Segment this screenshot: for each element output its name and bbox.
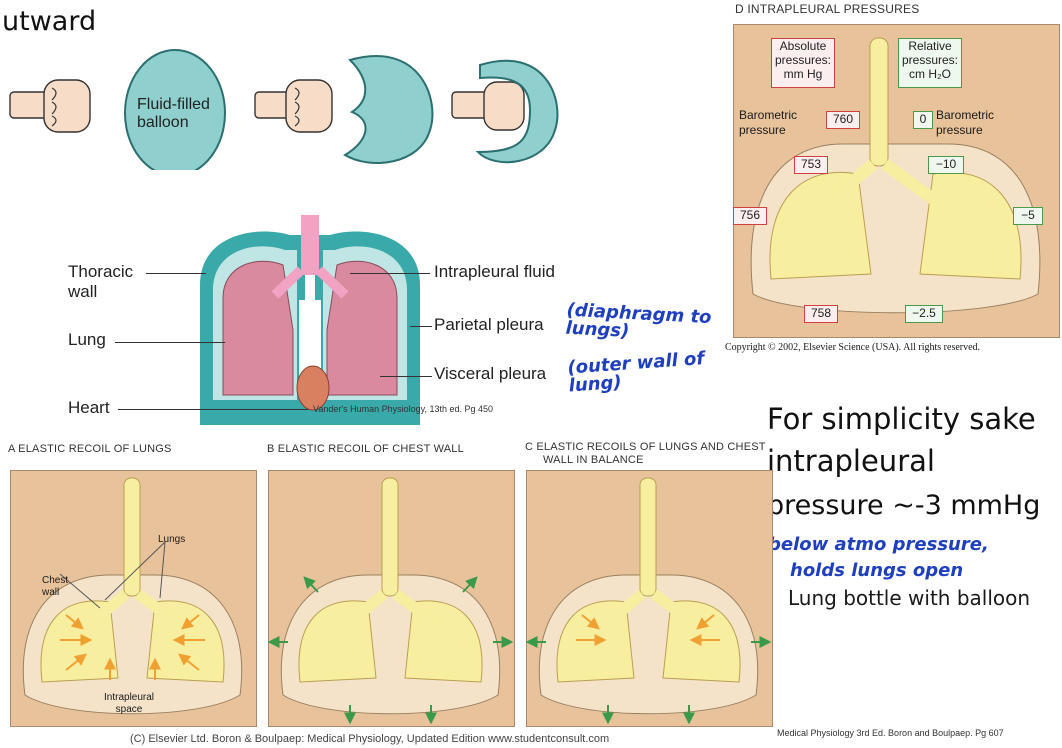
panel-d-copyright: Copyright © 2002, Elsevier Science (USA)… (725, 342, 981, 353)
right-text-line4: Lung bottle with balloon (788, 586, 1031, 610)
balloon-wrapped (475, 59, 559, 164)
label-heart: Heart (68, 398, 110, 417)
abs-mid-value: 756 (733, 207, 767, 225)
right-source: Medical Physiology 3rd Ed. Boron and Bou… (777, 728, 1004, 738)
label-parietal-pleura: Parietal pleura (434, 315, 544, 334)
heading-fragment: utward (2, 6, 97, 37)
abs-bottom-value: 758 (804, 305, 838, 323)
panel-d-title: D INTRAPLEURAL PRESSURES (735, 2, 920, 16)
rel-mid-value: −5 (1013, 207, 1043, 225)
label-intrapleural-fluid: Intrapleural fluid (434, 262, 555, 281)
fist-icon-3 (451, 81, 525, 131)
label-visceral-pleura: Visceral pleura (434, 364, 547, 383)
right-text-line1: For simplicity sake (767, 402, 1036, 436)
abs-top-value: 753 (794, 156, 828, 174)
handwritten-note-1: below atmo pressure, (768, 534, 989, 555)
fist-icon-2 (254, 79, 333, 133)
panel-d-lungs (750, 37, 1041, 314)
panel-a-drawing (22, 477, 243, 715)
rel-bottom-value: −2.5 (905, 305, 943, 323)
handwritten-note-visceral: (outer wall of lung) (566, 348, 705, 397)
panel-c-title: C ELASTIC RECOILS OF LUNGS AND CHEST WAL… (525, 441, 766, 466)
right-text-line3: pressure ~-3 mmHg (767, 490, 1041, 521)
balloon-fist-illustration (9, 49, 559, 170)
balloon-round (124, 49, 226, 170)
handwritten-note-2: holds lungs open (790, 560, 964, 581)
heart-shape (296, 365, 330, 411)
rel-baro-value: 0 (913, 111, 933, 129)
balloon-label: Fluid-filled balloon (137, 96, 210, 131)
bottom-panels-illustrations (22, 477, 772, 725)
panel-a-title: A ELASTIC RECOIL OF LUNGS (8, 443, 172, 455)
panel-b-drawing (267, 477, 514, 725)
balloon-indented (343, 55, 434, 164)
pleura-source: Vander's Human Physiology, 13th ed. Pg 4… (313, 404, 493, 414)
label-thoracic-wall: Thoracic wall (68, 262, 134, 301)
abs-baro-value: 760 (826, 111, 860, 129)
label-lungs: Lungs (158, 534, 186, 545)
right-text-line2: intrapleural (767, 444, 935, 478)
fist-icon-1 (9, 79, 91, 133)
label-lung: Lung (68, 330, 106, 349)
panel-b-title: B ELASTIC RECOIL OF CHEST WALL (267, 443, 464, 455)
bottom-footer: (C) Elsevier Ltd. Boron & Boulpaep: Medi… (130, 733, 610, 745)
rel-top-value: −10 (928, 156, 964, 174)
panel-c-drawing (525, 477, 772, 725)
pleura-diagram (200, 215, 420, 425)
handwritten-note-parietal: (diaphragm to lungs) (565, 299, 712, 342)
